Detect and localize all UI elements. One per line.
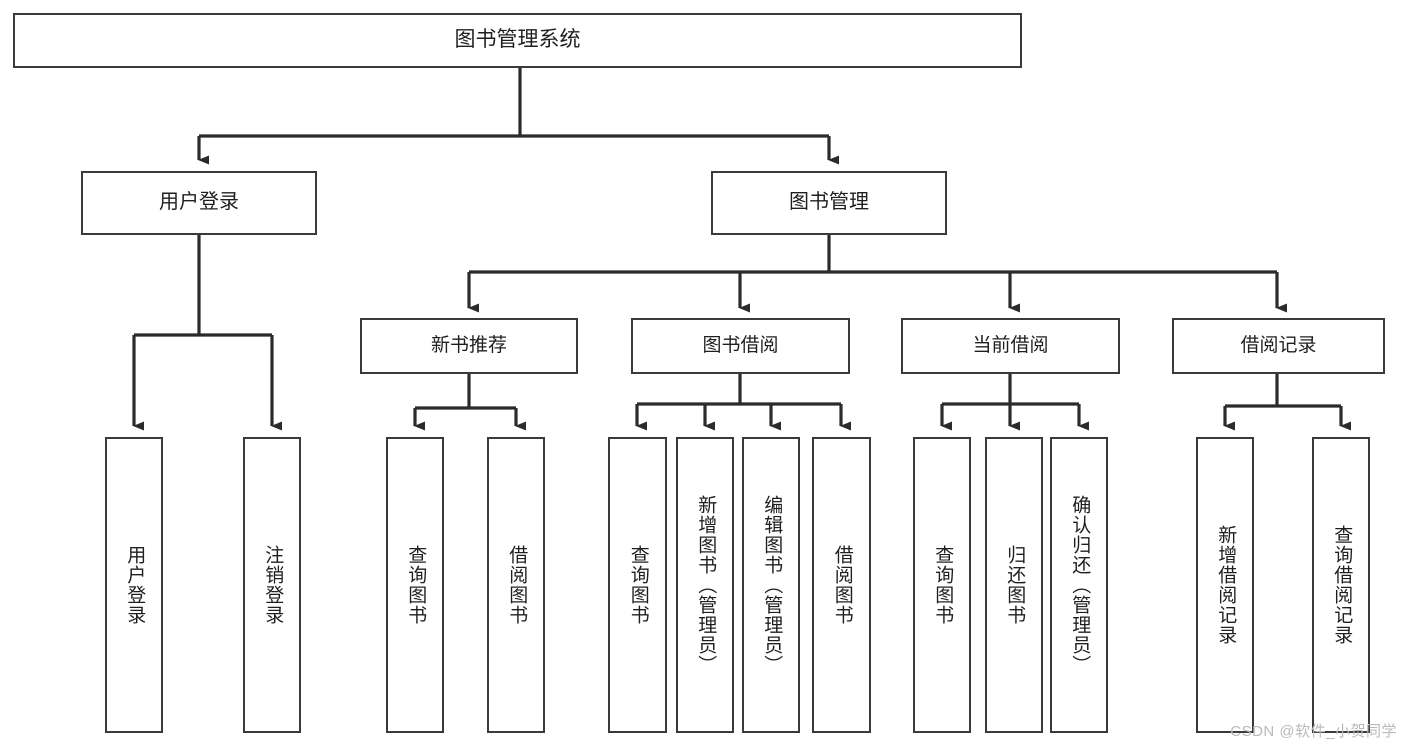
node-leaf-query-book-borrow-label: 查询图书 xyxy=(627,545,649,625)
node-book-borrow-label: 图书借阅 xyxy=(702,334,779,356)
node-leaf-borrow-book-recommend[interactable]: 借阅图书 xyxy=(487,437,545,733)
node-book-borrow[interactable]: 图书借阅 xyxy=(631,318,850,374)
node-leaf-query-book-current[interactable]: 查询图书 xyxy=(913,437,971,733)
node-leaf-add-borrow-record-label: 新增借阅记录 xyxy=(1215,525,1237,645)
node-leaf-add-borrow-record[interactable]: 新增借阅记录 xyxy=(1196,437,1254,733)
node-leaf-add-book-label: 新增图书（管理员） xyxy=(695,495,717,675)
node-leaf-user-login-label: 用户登录 xyxy=(124,545,146,625)
node-leaf-return-book[interactable]: 归还图书 xyxy=(985,437,1043,733)
node-leaf-query-book-borrow[interactable]: 查询图书 xyxy=(608,437,667,733)
node-leaf-borrow-book[interactable]: 借阅图书 xyxy=(812,437,871,733)
node-leaf-user-login[interactable]: 用户登录 xyxy=(105,437,163,733)
node-current-borrow[interactable]: 当前借阅 xyxy=(901,318,1120,374)
node-leaf-return-book-label: 归还图书 xyxy=(1004,545,1026,625)
node-new-book-recommend-label: 新书推荐 xyxy=(430,334,507,356)
node-leaf-logout[interactable]: 注销登录 xyxy=(243,437,301,733)
node-user-login[interactable]: 用户登录 xyxy=(81,171,317,235)
node-leaf-edit-book[interactable]: 编辑图书（管理员） xyxy=(742,437,800,733)
node-leaf-confirm-return-label: 确认归还（管理员） xyxy=(1069,495,1091,675)
node-book-management-label: 图书管理 xyxy=(789,191,869,214)
node-borrow-records-label: 借阅记录 xyxy=(1240,334,1317,356)
node-root-label: 图书管理系统 xyxy=(454,28,581,52)
node-leaf-confirm-return[interactable]: 确认归还（管理员） xyxy=(1050,437,1108,733)
node-leaf-query-borrow-record[interactable]: 查询借阅记录 xyxy=(1312,437,1370,733)
csdn-watermark: CSDN @软件_小贺同学 xyxy=(1230,723,1397,740)
node-new-book-recommend[interactable]: 新书推荐 xyxy=(360,318,578,374)
node-borrow-records[interactable]: 借阅记录 xyxy=(1172,318,1385,374)
node-leaf-borrow-book-label: 借阅图书 xyxy=(831,545,853,625)
node-user-login-label: 用户登录 xyxy=(159,191,239,214)
node-leaf-query-book-current-label: 查询图书 xyxy=(932,545,954,625)
node-leaf-query-book-recommend-label: 查询图书 xyxy=(405,545,427,625)
node-leaf-query-book-recommend[interactable]: 查询图书 xyxy=(386,437,444,733)
node-book-management[interactable]: 图书管理 xyxy=(711,171,947,235)
node-leaf-query-borrow-record-label: 查询借阅记录 xyxy=(1331,525,1353,645)
node-current-borrow-label: 当前借阅 xyxy=(972,334,1049,356)
node-root[interactable]: 图书管理系统 xyxy=(13,13,1022,68)
node-leaf-borrow-book-recommend-label: 借阅图书 xyxy=(506,545,528,625)
node-leaf-logout-label: 注销登录 xyxy=(262,545,284,625)
node-leaf-add-book[interactable]: 新增图书（管理员） xyxy=(676,437,734,733)
node-leaf-edit-book-label: 编辑图书（管理员） xyxy=(761,495,783,675)
